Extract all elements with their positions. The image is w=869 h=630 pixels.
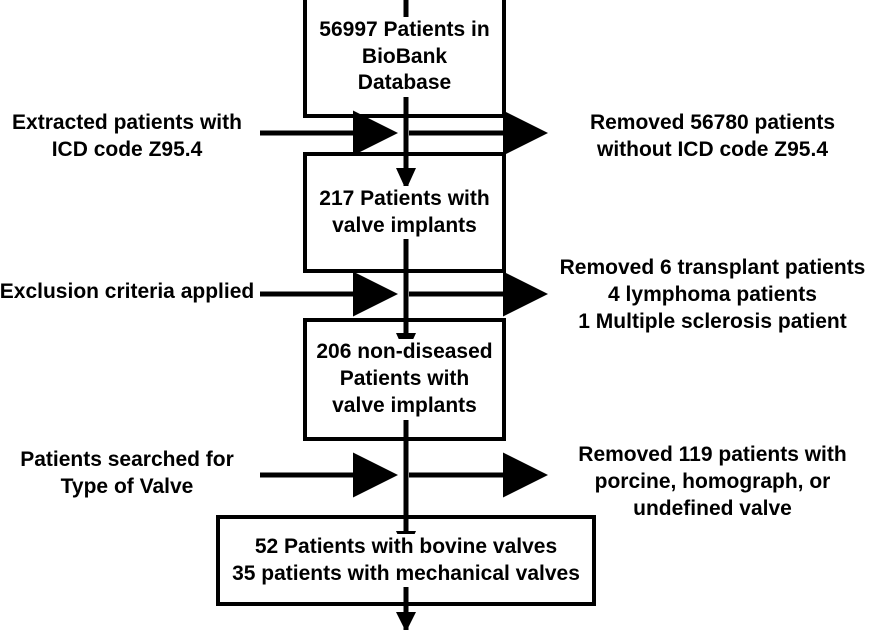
node-non-diseased-valve-implants-label: 206 non-diseased Patients with valve imp…: [310, 339, 499, 420]
label-removed-no-icd: Removed 56780 patients without ICD code …: [589, 111, 836, 161]
label-extracted-icd: Extracted patients with ICD code Z95.4: [12, 111, 242, 161]
node-valve-implants: 217 Patients with valve implants: [303, 152, 506, 273]
label-removed-other-valves: Removed 119 patients with porcine, homog…: [578, 443, 847, 520]
label-valve-type-search: Patients searched for Type of Valve: [20, 448, 234, 498]
down-arrowhead-exit: [396, 612, 416, 630]
node-valve-type-split-label: 52 Patients with bovine valves 35 patien…: [226, 533, 586, 588]
node-valve-implants-label: 217 Patients with valve implants: [313, 185, 496, 240]
down-arrowhead-box-2: [396, 168, 416, 190]
label-removed-exclusions: Removed 6 transplant patients 4 lymphoma…: [559, 256, 866, 333]
node-biobank-database-label: 56997 Patients in BioBank Database: [307, 16, 502, 98]
node-non-diseased-valve-implants: 206 non-diseased Patients with valve imp…: [303, 318, 506, 441]
label-exclusion-criteria: Exclusion criteria applied: [0, 280, 255, 303]
node-valve-type-split: 52 Patients with bovine valves 35 patien…: [216, 515, 596, 606]
node-biobank-database: 56997 Patients in BioBank Database: [303, 0, 506, 118]
